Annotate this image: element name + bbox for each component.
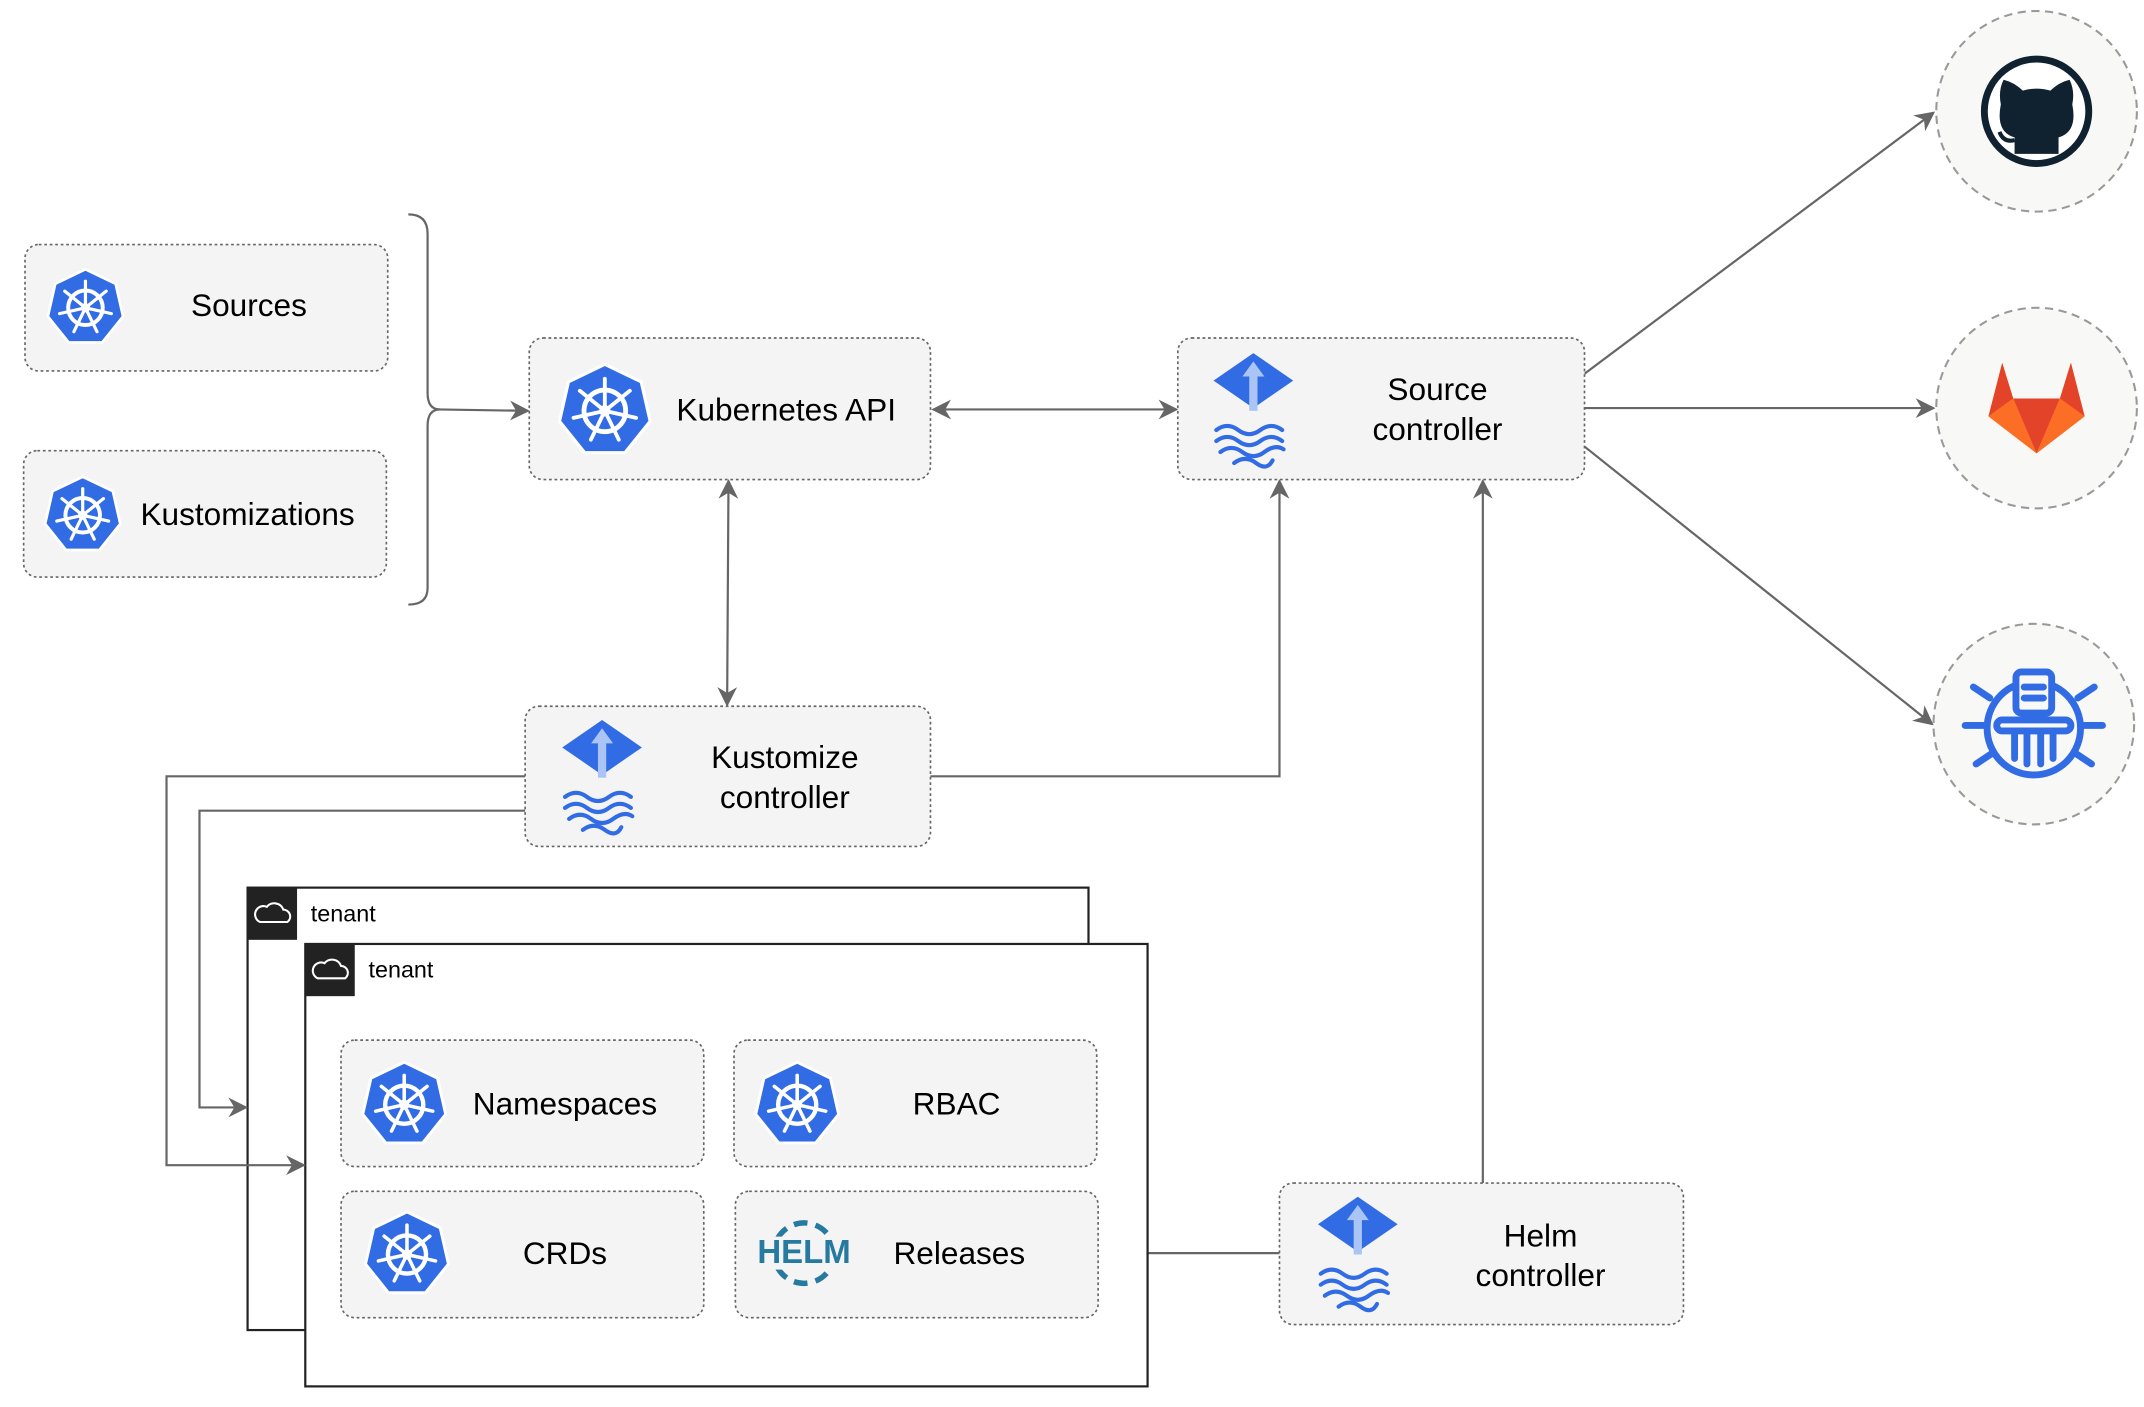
- github-icon: [1980, 55, 2093, 167]
- node-label: controller: [1373, 411, 1503, 447]
- node-crds: CRDs: [340, 1190, 705, 1319]
- node-label: Source: [1387, 371, 1487, 407]
- helm-icon: HELM: [757, 1220, 851, 1287]
- node-sources: Sources: [24, 243, 389, 372]
- node-label: Releases: [893, 1235, 1025, 1271]
- bucket-icon: [1961, 668, 2106, 779]
- tenant-label: tenant: [311, 900, 376, 926]
- bracket: [408, 213, 441, 606]
- node-namespaces: Namespaces: [340, 1039, 705, 1168]
- node-label: CRDs: [523, 1235, 607, 1271]
- node-source-controller: Source controller: [1176, 337, 1586, 481]
- node-label: Namespaces: [473, 1085, 657, 1121]
- node-kustomizations: Kustomizations: [22, 449, 388, 578]
- svg-text:HELM: HELM: [757, 1233, 850, 1270]
- cloud-icon: [311, 958, 349, 980]
- node-releases: HELM Releases: [734, 1190, 1099, 1319]
- cloud-icon: [254, 902, 292, 924]
- edge-kustomize-to-tenant-front: [165, 775, 526, 1176]
- node-label: Kustomize: [711, 739, 858, 775]
- node-label: RBAC: [913, 1085, 1001, 1121]
- edge-source-to-github: [1583, 111, 1936, 375]
- edge-crds-to-api: [437, 400, 530, 421]
- external-gitlab: [1935, 306, 2138, 510]
- edge-kustomize-to-tenant-back: [198, 809, 526, 1118]
- edge-api-kustomize-controller: [717, 478, 739, 707]
- external-bucket: [1932, 622, 2136, 826]
- edge-kustomize-to-source: [930, 478, 1290, 778]
- node-kustomize-controller: Kustomize controller: [524, 705, 932, 848]
- tenant-label: tenant: [369, 957, 434, 983]
- node-kubernetes-api: Kubernetes API: [528, 337, 932, 481]
- node-rbac: RBAC: [733, 1039, 1098, 1168]
- node-label: controller: [720, 779, 850, 815]
- external-github: [1935, 9, 2138, 213]
- node-label: controller: [1476, 1257, 1606, 1293]
- gitlab-icon: [1988, 362, 2085, 454]
- node-helm-controller: Helm controller: [1278, 1182, 1685, 1326]
- node-label: Sources: [191, 287, 307, 323]
- edge-source-to-bucket: [1583, 445, 1934, 726]
- node-label: Kubernetes API: [676, 392, 896, 428]
- node-label: Kustomizations: [140, 496, 354, 532]
- node-label: Helm: [1504, 1217, 1578, 1253]
